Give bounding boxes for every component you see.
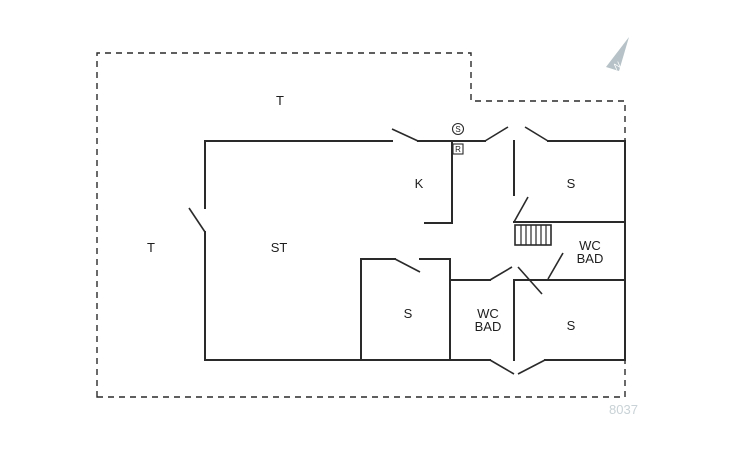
door-kitchen-terrace	[484, 126, 509, 142]
label-terrace-left: T	[147, 240, 155, 255]
label-bath-east-bad: BAD	[577, 251, 604, 266]
symbol-r-square: R	[452, 143, 464, 155]
door-living-terrace	[188, 207, 206, 233]
door-bedroom-se	[517, 266, 543, 295]
door-bath-center	[489, 266, 513, 281]
svg-text:S: S	[455, 125, 460, 134]
label-bath-east-wc: WC	[579, 238, 601, 253]
door-bedroom-ne	[513, 196, 529, 223]
north-arrow-icon: N	[606, 37, 629, 72]
exterior-walls	[204, 140, 626, 361]
door-bath-east	[547, 252, 564, 280]
symbol-s-circle: S	[451, 122, 465, 136]
label-bath-center-wc: WC	[477, 306, 499, 321]
svg-text:R: R	[455, 145, 461, 154]
interior-walls	[360, 140, 626, 361]
staircase	[514, 224, 552, 246]
door-main-entry	[391, 128, 419, 142]
label-kitchen: K	[415, 176, 424, 191]
terrace-outline	[96, 52, 626, 398]
label-bedroom-sw: S	[404, 306, 413, 321]
svg-text:N: N	[612, 60, 623, 72]
plan-number: 8037	[609, 402, 638, 417]
door-south-right	[517, 359, 546, 375]
door-south-left	[489, 359, 515, 375]
door-bedroom-sw	[394, 258, 421, 273]
label-bedroom-se: S	[567, 318, 576, 333]
label-bath-center-bad: BAD	[475, 319, 502, 334]
door-bedroom-ne-terrace	[524, 126, 549, 142]
label-bedroom-ne: S	[567, 176, 576, 191]
label-living: ST	[271, 240, 288, 255]
label-terrace-top: T	[276, 93, 284, 108]
doors	[188, 126, 564, 375]
